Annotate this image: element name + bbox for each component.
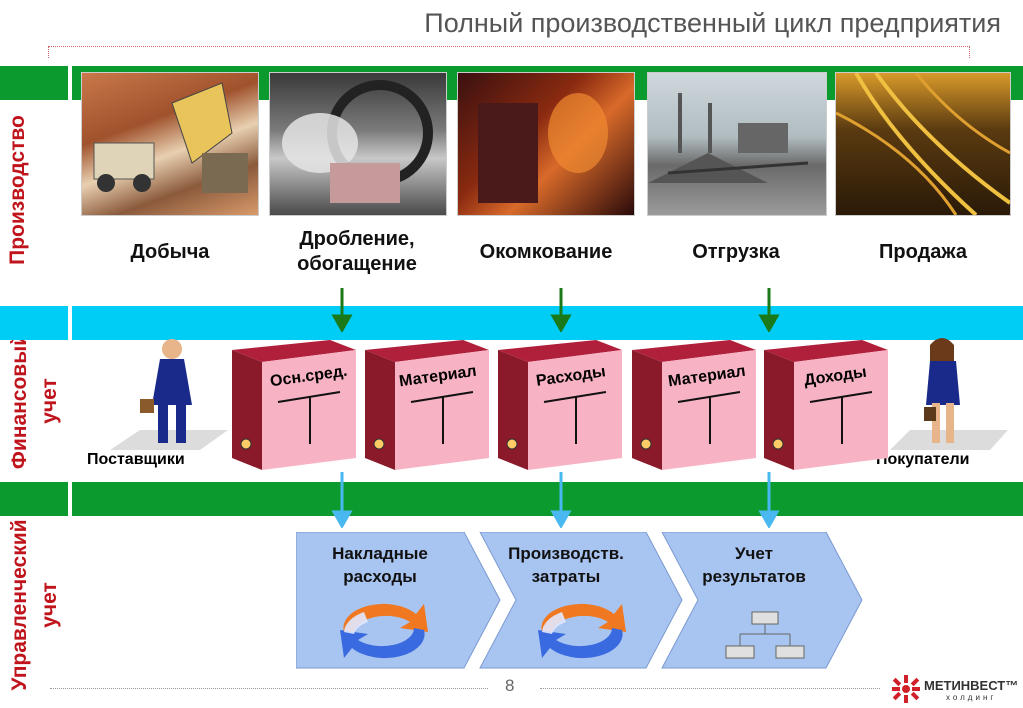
footer-dots-right bbox=[540, 688, 880, 689]
arrows-finance-to-management bbox=[331, 472, 780, 528]
arrows-production-to-finance bbox=[331, 288, 780, 332]
label-financial-2: учет bbox=[38, 378, 61, 424]
band-management bbox=[72, 482, 1023, 516]
cycle-arrows-icon bbox=[340, 603, 428, 659]
photo-shipping bbox=[647, 72, 827, 216]
binder-expenses: Расходы bbox=[498, 340, 626, 472]
photo-crushing bbox=[269, 72, 447, 216]
suppliers-label: Поставщики bbox=[87, 451, 185, 468]
photo-pelletizing bbox=[457, 72, 635, 216]
org-chart-icon bbox=[725, 611, 805, 659]
binder-fixed-assets: Осн.сред. bbox=[232, 340, 360, 472]
stage-shipping: Отгрузка bbox=[692, 241, 780, 263]
photo-rails bbox=[835, 71, 1012, 217]
page-title: Полный производственный цикл предприятия bbox=[424, 8, 1001, 38]
logo-text: МЕТИНВЕСТ™ холдинг bbox=[924, 678, 1019, 702]
binder-materials-2: Материал bbox=[632, 340, 760, 472]
photo-mining bbox=[81, 72, 259, 216]
stage-mining: Добыча bbox=[130, 241, 210, 263]
customer-figure bbox=[890, 338, 1008, 450]
metinvest-logo-icon bbox=[892, 675, 920, 703]
label-management-2: учет bbox=[38, 582, 61, 628]
band-management-left bbox=[0, 482, 68, 516]
title-underline bbox=[48, 46, 970, 58]
cycle-arrows-icon bbox=[538, 603, 626, 659]
stage-pelletizing: Окомкование bbox=[479, 241, 613, 263]
band-financial bbox=[72, 306, 1023, 340]
page-number: 8 bbox=[505, 676, 515, 695]
label-financial-1: Финансовый bbox=[8, 332, 31, 470]
chevron-production-costs: Производств.затраты bbox=[508, 544, 624, 586]
management-chevrons bbox=[296, 532, 863, 669]
binder-revenue: Доходы bbox=[764, 340, 892, 472]
label-management-1: Управленческий bbox=[8, 519, 31, 691]
stage-crushing: Дробление,обогащение bbox=[297, 228, 417, 275]
footer-dots-left bbox=[50, 688, 488, 689]
band-production-left bbox=[0, 66, 68, 100]
stage-sales: Продажа bbox=[879, 241, 967, 263]
binder-materials-1: Материал bbox=[365, 340, 493, 472]
customers-label: Покупатели bbox=[876, 451, 970, 468]
supplier-figure bbox=[110, 339, 228, 450]
label-production: Производство bbox=[6, 115, 29, 265]
band-financial-left bbox=[0, 306, 68, 340]
